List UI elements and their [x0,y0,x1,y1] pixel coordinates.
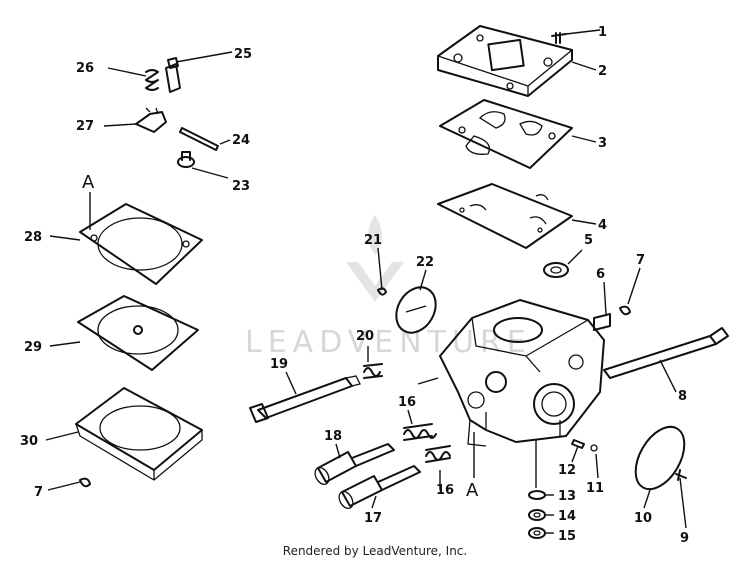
callout-19: 19 [270,357,288,372]
part-24-pin [179,127,219,151]
part-5-seat [543,262,569,278]
part-16-spring-upper [403,423,437,441]
leader-lines [45,29,687,534]
part-26-spring [145,69,159,91]
callout-21: 21 [364,233,382,248]
callout-20: 20 [356,329,374,344]
part-3-gasket [439,99,573,169]
callout-14: 14 [558,509,576,524]
part-27-lever [135,107,167,133]
part-7-screw-lower [79,477,91,488]
render-credit: Rendered by LeadVenture, Inc. [282,544,468,558]
callout-4: 4 [598,218,607,233]
part-20-spring [363,363,383,379]
callout-27: 27 [76,119,94,134]
part-19-choke-shaft [249,375,361,423]
callout-30: 30 [20,434,38,449]
callout-24: 24 [232,133,250,148]
callout-29: 29 [24,340,42,355]
part-6-bracket [593,313,611,331]
callout-18: 18 [324,429,342,444]
part-17-needle [338,465,421,510]
callout-5: 5 [584,233,593,248]
reference-A-left: A [82,172,95,193]
callouts: 1 2 3 4 5 6 7 8 9 10 11 12 13 14 15 16 1… [20,25,689,546]
callout-11: 11 [586,481,604,496]
part-18-needle [314,443,395,486]
callout-7-upper: 7 [636,253,645,268]
callout-15: 15 [558,529,576,544]
part-29-diaphragm [77,295,199,371]
part-11-12-spring-pin [571,439,598,452]
callout-22: 22 [416,255,434,270]
part-25-needle-valve [165,57,181,93]
part-28-gasket [79,203,203,285]
callout-3: 3 [598,136,607,151]
callout-13: 13 [558,489,576,504]
part-7-screw-upper [619,305,631,316]
part-1-screw [551,32,567,44]
part-8-throttle-shaft [603,327,729,379]
part-10-throttle-disc [634,425,686,491]
callout-17: 17 [364,511,382,526]
callout-8: 8 [678,389,687,404]
reference-A-body: A [466,480,479,501]
callout-23: 23 [232,179,250,194]
part-9-screw [675,469,687,481]
carburetor-body [439,299,605,447]
callout-2: 2 [598,64,607,79]
part-16-spring-lower [425,445,451,463]
callout-9: 9 [680,531,689,546]
part-13-ring [528,490,546,500]
part-23-screw [177,151,195,168]
part-21-screw [377,287,387,296]
callout-25: 25 [234,47,252,62]
callout-1: 1 [598,25,607,40]
callout-12: 12 [558,463,576,478]
callout-6: 6 [596,267,605,282]
part-2-cover [437,25,573,97]
part-30-cover [75,387,203,481]
callout-7-lower: 7 [34,485,43,500]
part-22-choke-disc [395,286,437,334]
part-14-washer [528,509,546,521]
callout-28: 28 [24,230,42,245]
callout-16-lower: 16 [436,483,454,498]
callout-10: 10 [634,511,652,526]
part-15-washer [528,527,546,539]
callout-16-upper: 16 [398,395,416,410]
watermark-text: LEADVENTURE [245,325,532,360]
part-4-diaphragm [437,183,573,249]
callout-26: 26 [76,61,94,76]
watermark: LEADVENTURE [245,215,532,360]
